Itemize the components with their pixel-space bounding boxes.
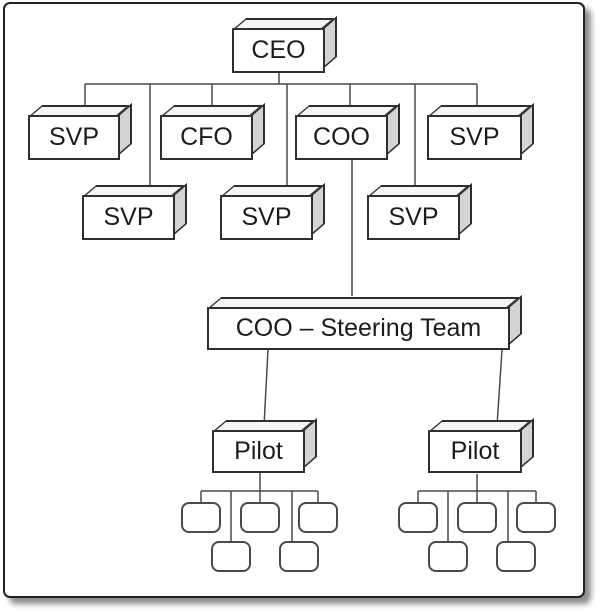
pilot-box-1: Pilot bbox=[212, 430, 305, 473]
connector-steering-to-pilot-1 bbox=[263, 349, 269, 427]
cfo-label: CFO bbox=[180, 123, 233, 151]
svp-row1-right-box: SVP bbox=[427, 115, 522, 160]
placeholder-box bbox=[279, 541, 319, 572]
ceo-label: CEO bbox=[251, 36, 306, 64]
placeholder-box bbox=[496, 541, 536, 572]
placeholder-box bbox=[211, 541, 251, 572]
svp-label: SVP bbox=[449, 123, 500, 151]
ceo-box: CEO bbox=[232, 28, 325, 73]
connector-steering-to-pilot-2 bbox=[496, 349, 503, 427]
placeholder-box bbox=[516, 502, 556, 533]
pilot-label: Pilot bbox=[234, 437, 283, 465]
placeholder-box bbox=[428, 541, 468, 572]
cfo-box: CFO bbox=[160, 115, 253, 160]
svp-row2-box-1: SVP bbox=[82, 195, 175, 240]
coo-box: COO bbox=[295, 115, 388, 160]
coo-steering-team-box: COO – Steering Team bbox=[207, 307, 510, 350]
coo-label: COO bbox=[313, 123, 370, 151]
placeholder-box bbox=[181, 502, 221, 533]
placeholder-box bbox=[457, 502, 497, 533]
steering-team-label: COO – Steering Team bbox=[235, 314, 482, 342]
svp-row2-box-3: SVP bbox=[367, 195, 460, 240]
svp-label: SVP bbox=[48, 123, 100, 151]
svp-label: SVP bbox=[103, 203, 154, 231]
svp-label: SVP bbox=[388, 203, 439, 231]
svp-row1-left-box: SVP bbox=[28, 115, 120, 160]
svp-label: SVP bbox=[241, 203, 292, 231]
svp-row2-box-2: SVP bbox=[220, 195, 313, 240]
placeholder-box bbox=[240, 502, 280, 533]
placeholder-box bbox=[298, 502, 338, 533]
placeholder-box bbox=[398, 502, 438, 533]
pilot-box-2: Pilot bbox=[428, 430, 522, 473]
pilot-label: Pilot bbox=[450, 437, 500, 465]
